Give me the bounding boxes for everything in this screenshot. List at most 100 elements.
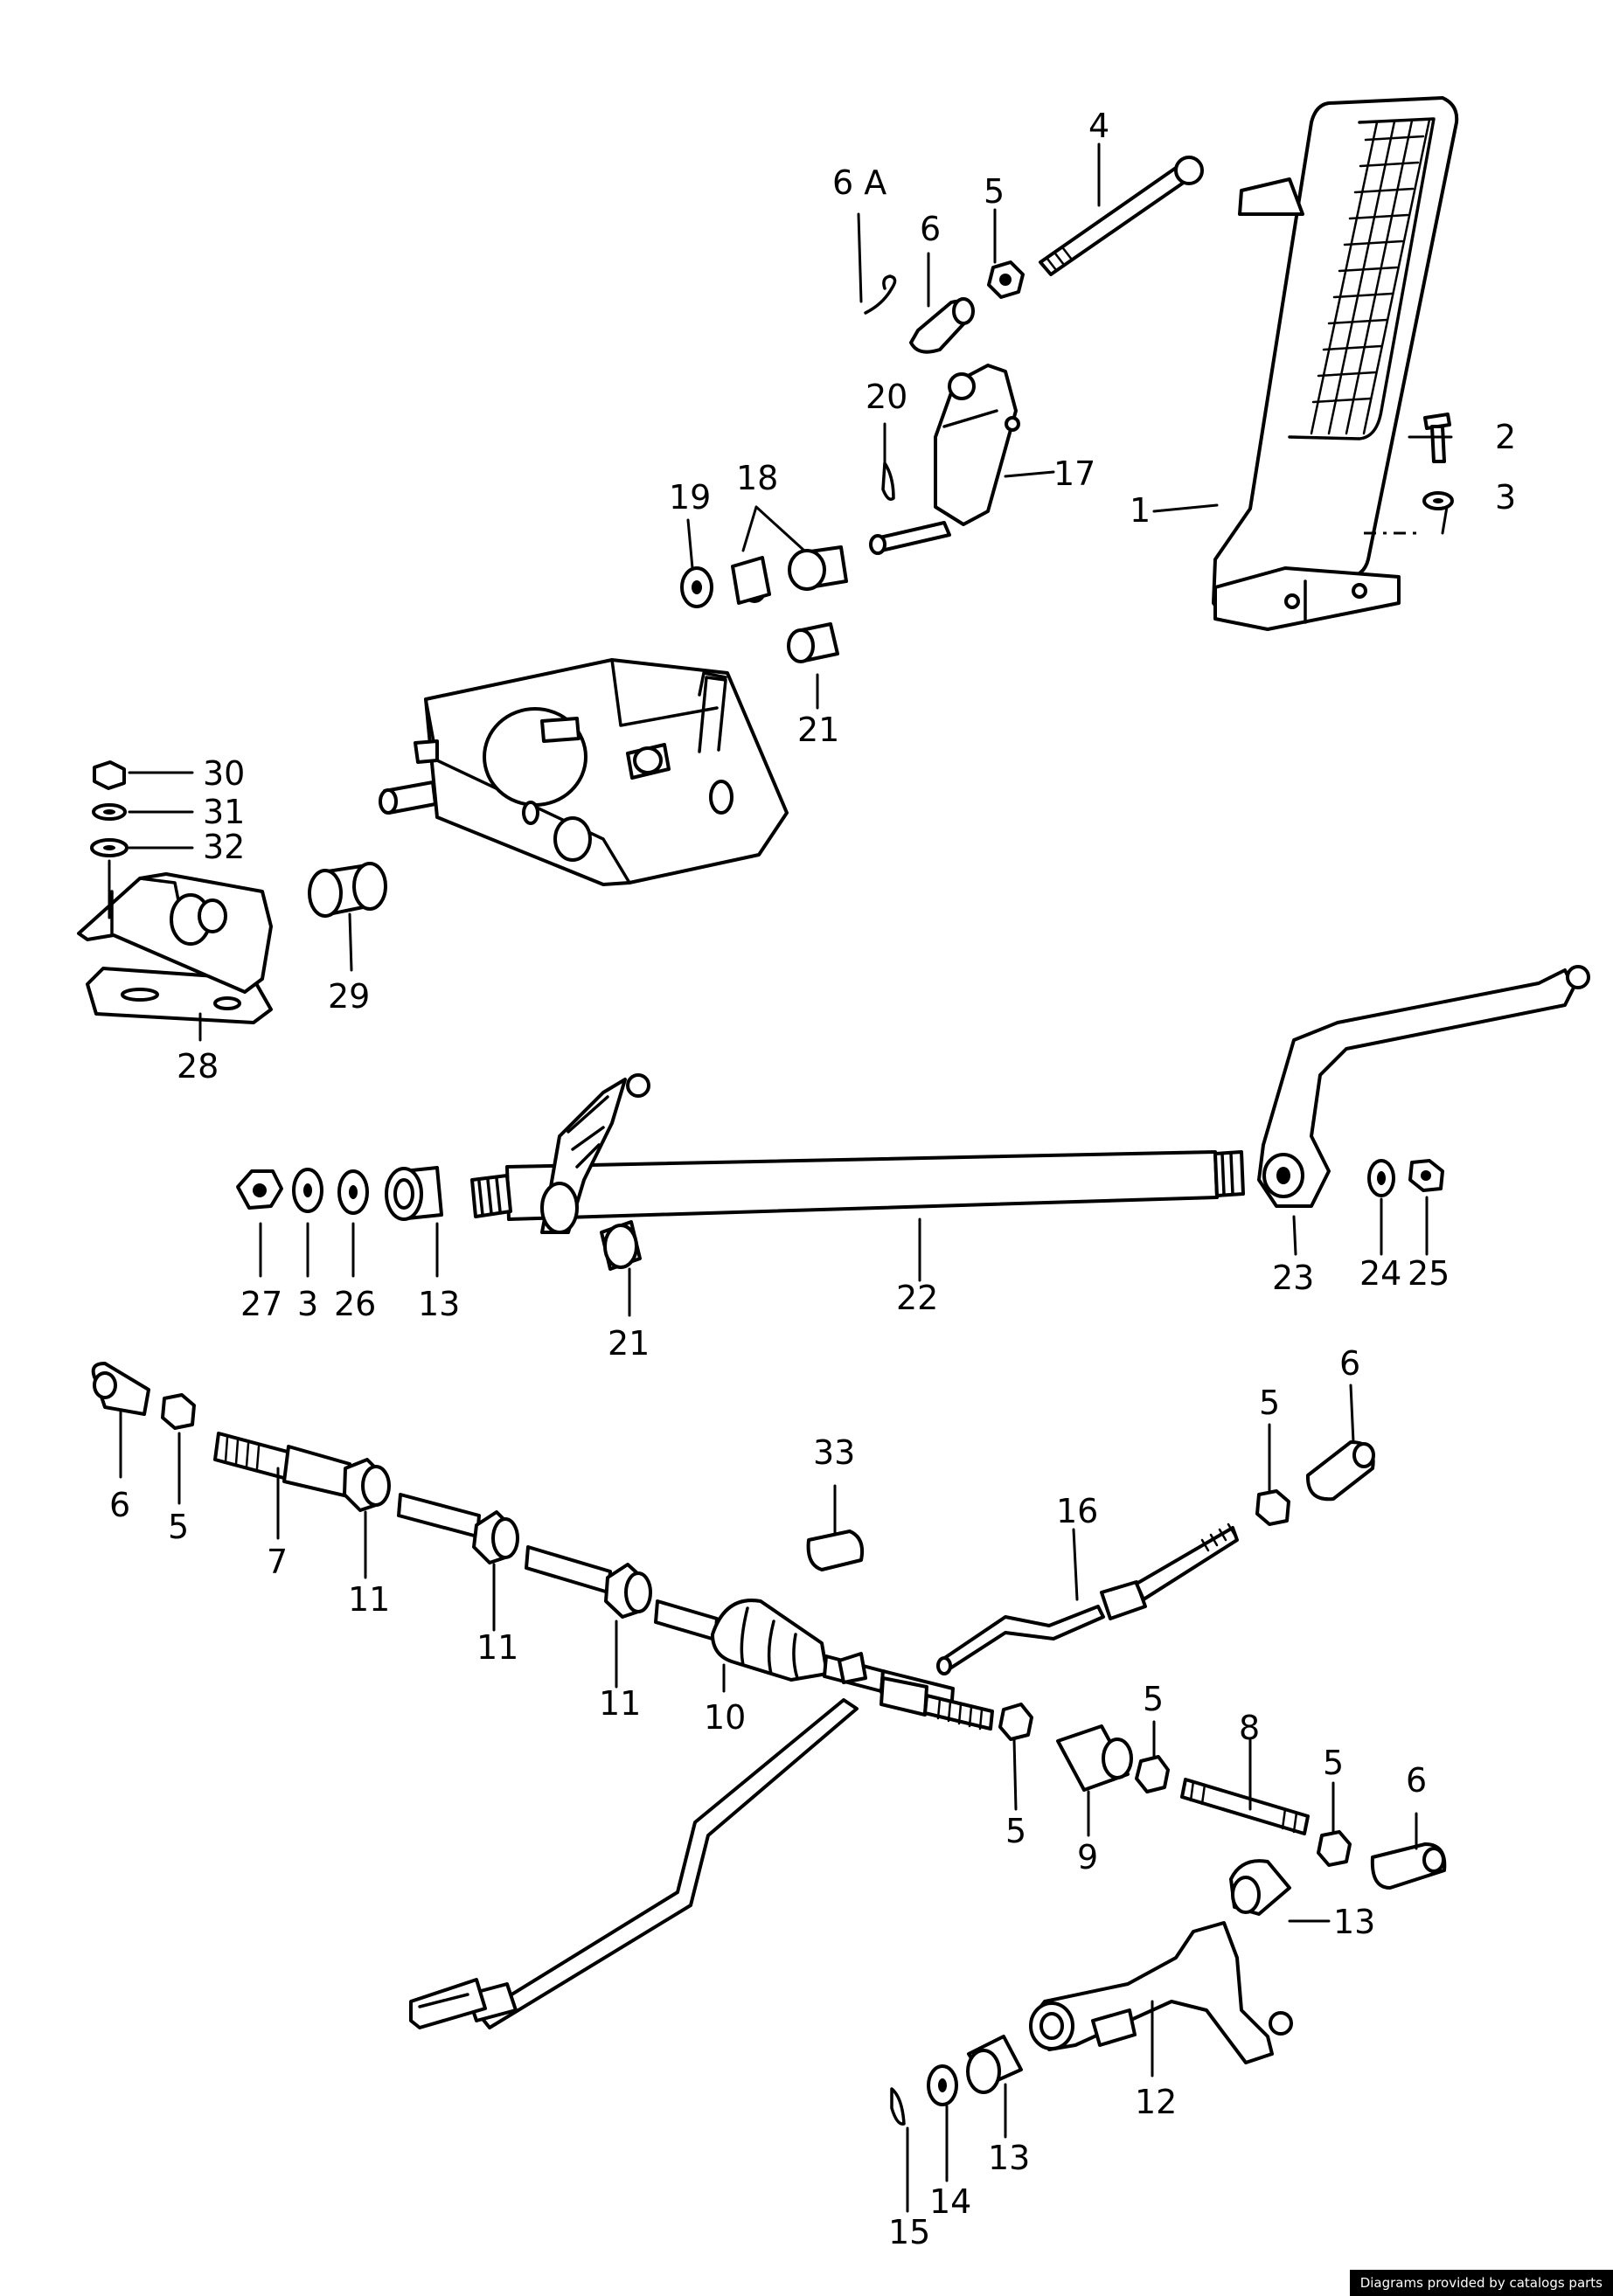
pin-part-4 bbox=[1039, 156, 1204, 276]
callout-17: 17 bbox=[1053, 454, 1095, 493]
ball-socket-part-6-right-upper bbox=[1305, 1440, 1375, 1502]
split-pin-part-15 bbox=[890, 2087, 906, 2126]
lever-part-17 bbox=[869, 364, 1020, 555]
callout-8: 8 bbox=[1239, 1709, 1260, 1747]
accelerator-pedal bbox=[1212, 96, 1459, 631]
callout-12: 12 bbox=[1135, 2083, 1177, 2121]
callout-31: 31 bbox=[203, 793, 245, 831]
credit-label: Diagrams provided by catalogs parts bbox=[1349, 2270, 1613, 2296]
split-pin-part-20 bbox=[881, 461, 895, 501]
callout-30: 30 bbox=[203, 754, 245, 793]
bushing-part-21-upper bbox=[787, 622, 839, 663]
rubber-boot-part-10 bbox=[711, 1599, 885, 1693]
callout-11c: 11 bbox=[599, 1684, 641, 1723]
bushing-part-13-upper bbox=[1229, 1859, 1291, 1916]
callout-27: 27 bbox=[240, 1285, 282, 1323]
nut-part-30 bbox=[93, 760, 126, 790]
callout-15: 15 bbox=[888, 2213, 930, 2251]
callout-7: 7 bbox=[267, 1543, 288, 1581]
washer-part-3-shaft bbox=[292, 1168, 323, 1213]
callout-25: 25 bbox=[1408, 1254, 1450, 1293]
ball-socket-part-6-left bbox=[91, 1362, 150, 1416]
callout-22: 22 bbox=[896, 1279, 938, 1317]
grommet-part-11c bbox=[604, 1563, 652, 1619]
nut-part-5-upper bbox=[987, 260, 1025, 299]
ball-socket-part-6-upper bbox=[909, 297, 975, 354]
callout-5c: 5 bbox=[1259, 1384, 1280, 1422]
callout-6A: 6 A bbox=[832, 163, 886, 202]
washer-part-3 bbox=[1422, 491, 1454, 510]
bushing-part-21-lower bbox=[600, 1220, 642, 1271]
callout-6d: 6 bbox=[1406, 1761, 1427, 1800]
callout-11b: 11 bbox=[476, 1628, 518, 1667]
rod-segment-b bbox=[525, 1545, 612, 1594]
rod-segment-a bbox=[397, 1493, 481, 1538]
callout-23: 23 bbox=[1272, 1259, 1314, 1297]
grommet-part-11a bbox=[343, 1458, 391, 1512]
screw-part-2 bbox=[1423, 413, 1451, 463]
bushing-part-18b bbox=[731, 556, 771, 605]
nut-part-5-left bbox=[161, 1393, 196, 1430]
rod-segment-c bbox=[654, 1599, 719, 1641]
threaded-rod-part-7 bbox=[213, 1432, 351, 1498]
callout-5b: 5 bbox=[168, 1508, 189, 1546]
callout-24: 24 bbox=[1359, 1254, 1401, 1293]
washer-part-32 bbox=[90, 838, 129, 857]
washer-part-24 bbox=[1367, 1159, 1395, 1197]
sleeve-part-9 bbox=[1056, 1724, 1133, 1792]
threaded-end-rod bbox=[880, 1676, 994, 1731]
callout-21a: 21 bbox=[797, 711, 839, 749]
callout-5e: 5 bbox=[1143, 1680, 1164, 1718]
washer-part-31 bbox=[92, 803, 127, 821]
nut-part-5-right-mid bbox=[1135, 1755, 1170, 1793]
ball-socket-part-6-right-lower bbox=[1370, 1842, 1447, 1890]
bushing-part-13-shaft bbox=[385, 1166, 443, 1221]
callout-4: 4 bbox=[1088, 107, 1109, 145]
callout-13c: 13 bbox=[988, 2139, 1030, 2177]
callout-2: 2 bbox=[1495, 418, 1516, 456]
lever-part-23 bbox=[1257, 965, 1590, 1208]
callout-13a: 13 bbox=[418, 1285, 460, 1323]
washer-part-19 bbox=[680, 566, 713, 608]
callout-10: 10 bbox=[704, 1698, 746, 1737]
callout-11a: 11 bbox=[348, 1580, 390, 1619]
threaded-pin-part-8 bbox=[1180, 1778, 1310, 1835]
callout-9: 9 bbox=[1077, 1838, 1098, 1876]
callout-6b: 6 bbox=[109, 1486, 130, 1524]
pedal-mounting-bracket bbox=[379, 658, 789, 886]
callout-33: 33 bbox=[813, 1433, 855, 1472]
callout-28: 28 bbox=[177, 1047, 219, 1086]
cross-shaft-part-22 bbox=[470, 1073, 1245, 1234]
washer-part-26 bbox=[337, 1169, 369, 1215]
nut-part-5-right-lower bbox=[1317, 1830, 1352, 1867]
washer-part-14 bbox=[927, 2064, 958, 2106]
callout-21b: 21 bbox=[608, 1324, 650, 1363]
callout-numbers: 1 2 3 4 5 6 A 6 20 17 18 19 21 30 31 32 … bbox=[109, 107, 1516, 2251]
mounting-bracket-part-28 bbox=[77, 872, 273, 1024]
callout-6a: 6 bbox=[920, 210, 941, 248]
callout-19: 19 bbox=[669, 478, 711, 517]
bellcrank-part-12 bbox=[1029, 1921, 1293, 2064]
nut-part-5-right-upper bbox=[1255, 1489, 1290, 1526]
callout-5f: 5 bbox=[1323, 1744, 1344, 1782]
cap-part-33 bbox=[806, 1530, 865, 1571]
callout-32: 32 bbox=[203, 828, 245, 866]
callout-1: 1 bbox=[1130, 491, 1151, 530]
callout-14: 14 bbox=[929, 2182, 971, 2221]
callout-5d: 5 bbox=[1005, 1812, 1026, 1850]
leader-lines bbox=[108, 142, 1453, 2213]
callout-29: 29 bbox=[328, 977, 370, 1016]
callout-26: 26 bbox=[334, 1285, 376, 1323]
callout-3a: 3 bbox=[1495, 478, 1516, 517]
callout-16: 16 bbox=[1056, 1492, 1098, 1530]
grommet-part-11b bbox=[472, 1510, 519, 1564]
callout-5a: 5 bbox=[984, 172, 1005, 211]
callout-20: 20 bbox=[866, 378, 907, 416]
clip-part-6A bbox=[864, 274, 897, 315]
callout-3b: 3 bbox=[297, 1285, 318, 1323]
callout-18: 18 bbox=[736, 459, 778, 497]
throttle-rod-lower bbox=[409, 1698, 859, 2029]
rod-part-16 bbox=[936, 1523, 1239, 1675]
nut-part-27 bbox=[236, 1169, 283, 1210]
